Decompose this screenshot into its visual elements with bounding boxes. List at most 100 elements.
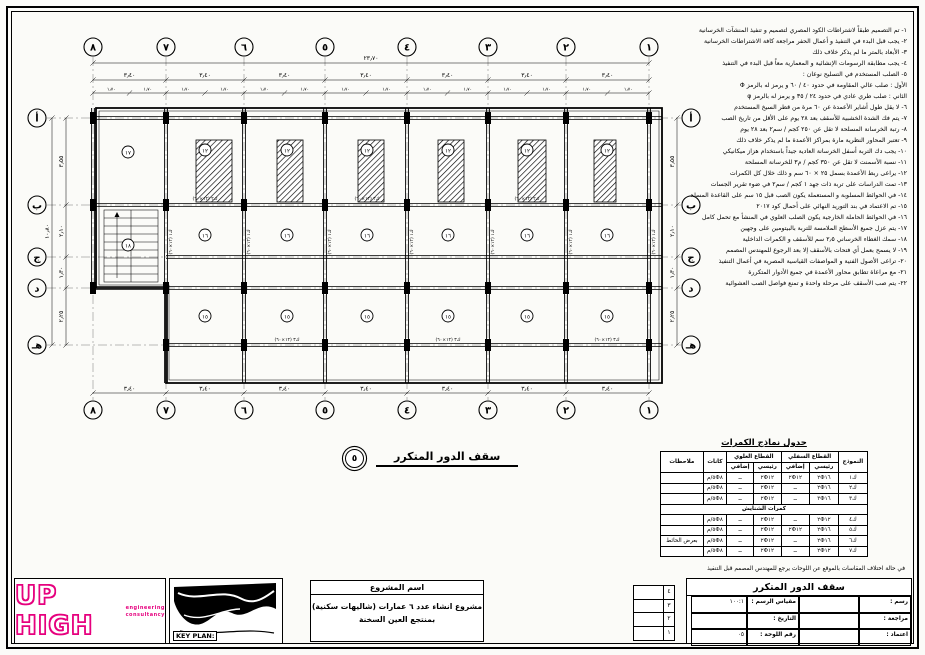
note-line: ١٩- لا يسمح بعمل أي فتحات بالأسقف إلا بع… — [726, 247, 907, 254]
axis-bubble-label: ٣ — [485, 406, 491, 417]
revision-number: ١ — [663, 626, 674, 640]
revision-value — [634, 586, 663, 599]
plan-number-bubble: ٥ — [345, 449, 364, 468]
logo-sub-1: engineering — [125, 604, 165, 611]
beam-value-cell: ــ — [726, 545, 755, 557]
axis-bubble — [639, 37, 659, 57]
dim-sub: ١٫٧٠ — [300, 88, 309, 93]
beam-value-cell: ــ — [780, 545, 811, 557]
beam-value-cell: بعرض الحائط — [660, 535, 704, 547]
axis-bubble — [639, 400, 659, 420]
slab-mark-bubble — [360, 309, 374, 323]
axis-bubble-label: د — [34, 284, 39, 295]
slab-mark-label: ١٥ — [202, 314, 208, 320]
slab-mark-bubble — [280, 309, 294, 323]
beam-value-cell: ٢Φ١٦ — [809, 524, 839, 536]
sheet-border-inner — [11, 11, 914, 644]
dim-segment: ٣٫٤٠ — [360, 72, 372, 79]
column — [241, 282, 247, 294]
beam-value-cell: ٥Φ٨/م — [702, 545, 728, 557]
axis-bubble — [27, 335, 47, 355]
axis-bubble-label: ج — [33, 253, 41, 264]
project-name-line1: مشروع انشاء عدد ٦ عمارات (شاليهات سكنية) — [311, 602, 483, 611]
info-value: ٠٥ — [691, 629, 747, 646]
column — [485, 199, 491, 211]
beam-name-cell: ك٥ — [837, 524, 869, 536]
column — [241, 112, 247, 124]
dim-sub: ١٫٧٠ — [463, 88, 472, 93]
note-line: ١- تم التصميم طبقاً لاشتراطات الكود المص… — [698, 27, 907, 34]
beam-value-cell: ــ — [726, 482, 755, 494]
column — [646, 199, 652, 211]
slab-mark-label: ١٦ — [202, 233, 208, 239]
axis-bubble — [234, 400, 254, 420]
beam-name-cell: ك٣ — [837, 493, 869, 505]
note-line: ٨- رتبة الخرسانة المسلحة لا تقل عن ٢٥٠ ك… — [740, 126, 907, 133]
drawing-title: سقف الدور المتكرر — [687, 579, 911, 596]
beam-value-cell: ــ — [780, 482, 811, 494]
dim-segment: ٣٫٤٠ — [602, 386, 614, 393]
axis-bubble — [27, 108, 47, 128]
dim-segment: ٣٫٤٠ — [199, 386, 211, 393]
revision-value — [634, 600, 663, 613]
slab-mark-label: ١٨ — [125, 243, 131, 249]
axis-bubble-label: ب — [686, 201, 696, 212]
note-line: ٢٢- يتم صب الأسقف على مرحلة واحدة و تمنع… — [725, 280, 907, 287]
hatched-area — [593, 139, 617, 203]
slab-mark-bubble — [520, 309, 534, 323]
axis-bubble — [681, 335, 701, 355]
beam-value-cell: ٢Φ١٢ — [809, 545, 839, 557]
slab-mark-bubble — [520, 143, 534, 157]
dim-segment: ٣٫٤٠ — [521, 386, 533, 393]
column — [90, 282, 96, 294]
dim-side: ١٫٣٠ — [58, 267, 65, 279]
beam-value-cell: ٢Φ١٦ — [809, 472, 839, 484]
info-label: رقم اللوحة : — [747, 629, 799, 646]
beam-tag: ك١ (١٢×٦٠) — [409, 229, 415, 254]
beam-value-cell: ــ — [780, 493, 811, 505]
slab-mark-bubble — [441, 143, 455, 157]
key-plan-box: KEY PLAN: — [169, 578, 283, 644]
info-value — [799, 612, 859, 629]
dim-sub: ١٫٧٠ — [624, 88, 633, 93]
column — [563, 112, 569, 124]
logo-sub-2: consultancy — [125, 611, 165, 618]
dim-sub: ١٫٧٠ — [423, 88, 432, 93]
axis-bubble-label: ١ — [646, 406, 652, 417]
axis-bubble-label: د — [688, 284, 693, 295]
info-value — [799, 596, 859, 613]
column — [163, 282, 169, 294]
revision-value — [634, 613, 663, 626]
dim-segment: ٣٫٤٠ — [602, 72, 614, 79]
dim-sub: ١٫٧٠ — [260, 88, 269, 93]
axis-bubble — [556, 400, 576, 420]
beam-value-cell: ٢Φ١٢ — [753, 535, 782, 547]
dim-segment: ٣٫٤٠ — [442, 72, 454, 79]
slab-mark-bubble — [198, 143, 212, 157]
note-line: الأول : صلب عالي المقاومة في حدود ٤٠ / ٦… — [739, 82, 907, 89]
col-bottom-add: إضافي — [780, 461, 811, 473]
beam-name-cell: ك١ — [837, 472, 869, 484]
revision-value — [634, 627, 663, 641]
axis-bubble-label: ٧ — [163, 43, 169, 54]
beam-value-cell: ــ — [726, 472, 755, 484]
note-line: ١٤- في الحوائط المسلوبة و المستعملة يكون… — [691, 192, 907, 199]
column — [163, 112, 169, 124]
note-line: ١٦- في الحوائط الحاملة الخارجية يكون الص… — [702, 214, 907, 221]
axis-bubble-label: ١ — [646, 43, 652, 54]
beam-tag: ك٢ (١٢×٦٠) — [192, 196, 217, 202]
axis-bubble-label: ج — [687, 253, 695, 264]
info-value — [691, 612, 747, 629]
dim-sub: ١٫٧٠ — [542, 88, 551, 93]
axis-bubble-label: أ — [689, 112, 692, 125]
column — [646, 112, 652, 124]
dim-segment: ٣٫٤٠ — [279, 386, 291, 393]
beam-value-cell: ٢Φ١٢ — [753, 514, 782, 526]
column — [404, 112, 410, 124]
note-line: ٢٠- تراعى الأصول الفنية و المواصفات القي… — [718, 258, 907, 265]
beam-value-cell: ٥Φ٨/م — [702, 472, 728, 484]
